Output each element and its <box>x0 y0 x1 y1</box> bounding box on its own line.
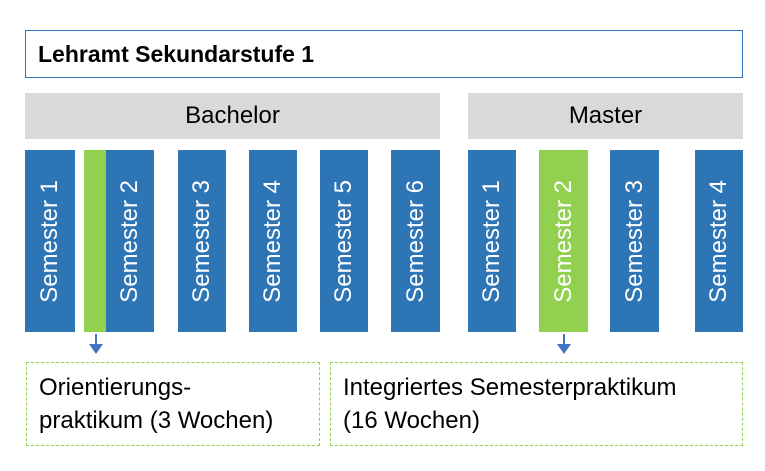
semester-label: Semester 1 <box>36 179 63 303</box>
bachelor-semester-2: Semester 2 <box>106 150 154 332</box>
note-line: Integriertes Semesterpraktikum <box>343 374 677 401</box>
note-line: praktikum (3 Wochen) <box>39 407 274 434</box>
master-semester-3: Semester 3 <box>610 150 659 332</box>
phase-master: Master <box>468 93 743 139</box>
master-semester-1: Semester 1 <box>468 150 516 332</box>
bachelor-semester-3: Semester 3 <box>178 150 226 332</box>
semester-label: Semester 2 <box>549 179 577 303</box>
bachelor-semester-4: Semester 4 <box>249 150 297 332</box>
semester-label: Semester 3 <box>620 179 648 303</box>
note-semester-practicum: Integriertes Semesterpraktikum (16 Woche… <box>330 362 743 446</box>
master-semester-4: Semester 4 <box>695 150 743 332</box>
diagram-title: Lehramt Sekundarstufe 1 <box>25 30 743 78</box>
bachelor-semester-5: Semester 5 <box>320 150 368 332</box>
note-line: (16 Wochen) <box>343 407 480 434</box>
semester-label: Semester 4 <box>259 179 286 303</box>
bachelor-semester-1: Semester 1 <box>25 150 75 332</box>
arrow-down-icon <box>89 334 103 356</box>
semester-label: Semester 2 <box>116 179 143 303</box>
note-line: Orientierungs- <box>39 374 192 401</box>
note-orientation-practicum: Orientierungs- praktikum (3 Wochen) <box>26 362 320 446</box>
semester-label: Semester 3 <box>188 179 215 303</box>
semester-label: Semester 6 <box>401 179 429 303</box>
bachelor-semester-6: Semester 6 <box>391 150 440 332</box>
arrow-down-icon <box>557 334 571 356</box>
semester-label: Semester 4 <box>705 179 732 303</box>
master-semester-2-practicum: Semester 2 <box>539 150 588 332</box>
orientation-practicum-marker <box>84 150 106 332</box>
semester-label: Semester 5 <box>330 179 357 303</box>
phase-bachelor: Bachelor <box>25 93 440 139</box>
semester-label: Semester 1 <box>478 179 505 303</box>
